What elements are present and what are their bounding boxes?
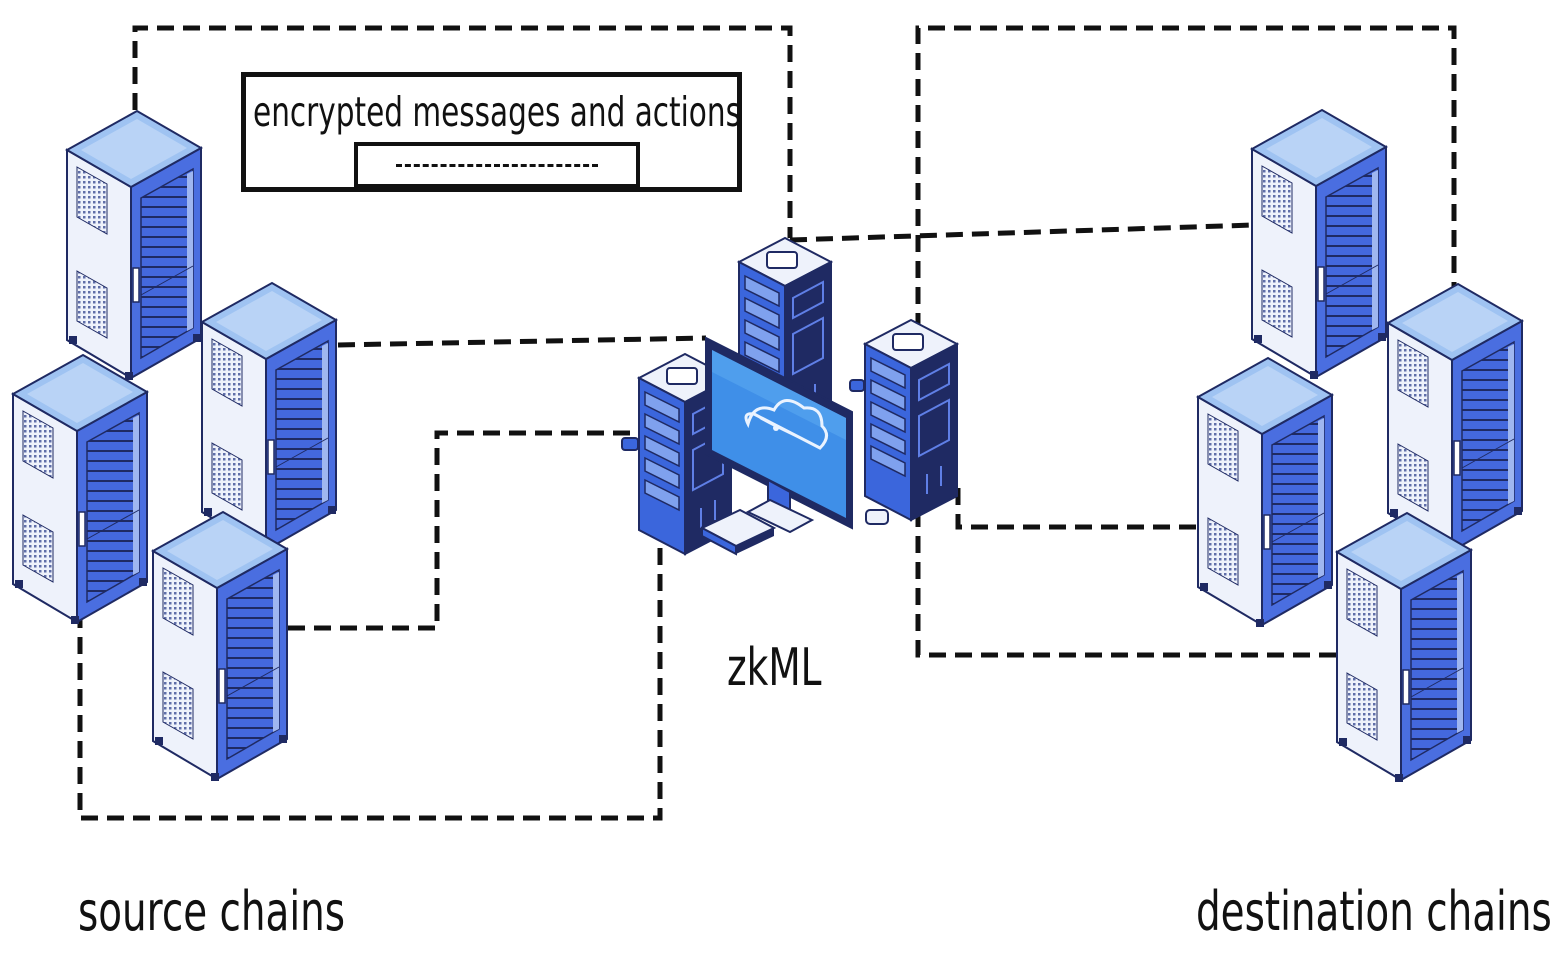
destination-server-1 [1251,109,1387,380]
destination-server-3 [1197,357,1333,628]
legend-dashed-line [396,164,598,167]
zkml-tower-right [864,319,958,521]
destination-server-4 [1336,512,1472,783]
legend-dashed-line-swatch [354,142,640,188]
source-server-1 [66,110,202,381]
legend-box: encrypted messages and actions [241,72,742,192]
zkml-cluster [621,237,958,556]
connection-lines [77,25,1457,821]
legend-text: encrypted messages and actions [253,88,741,136]
source-server-4 [152,511,288,782]
zkml-label: zkML [727,638,822,698]
destination-chains-label: destination chains [1196,880,1550,943]
zkml-monitor [705,336,853,534]
source-server-3 [12,354,148,625]
source-chains-label: source chains [78,880,346,943]
